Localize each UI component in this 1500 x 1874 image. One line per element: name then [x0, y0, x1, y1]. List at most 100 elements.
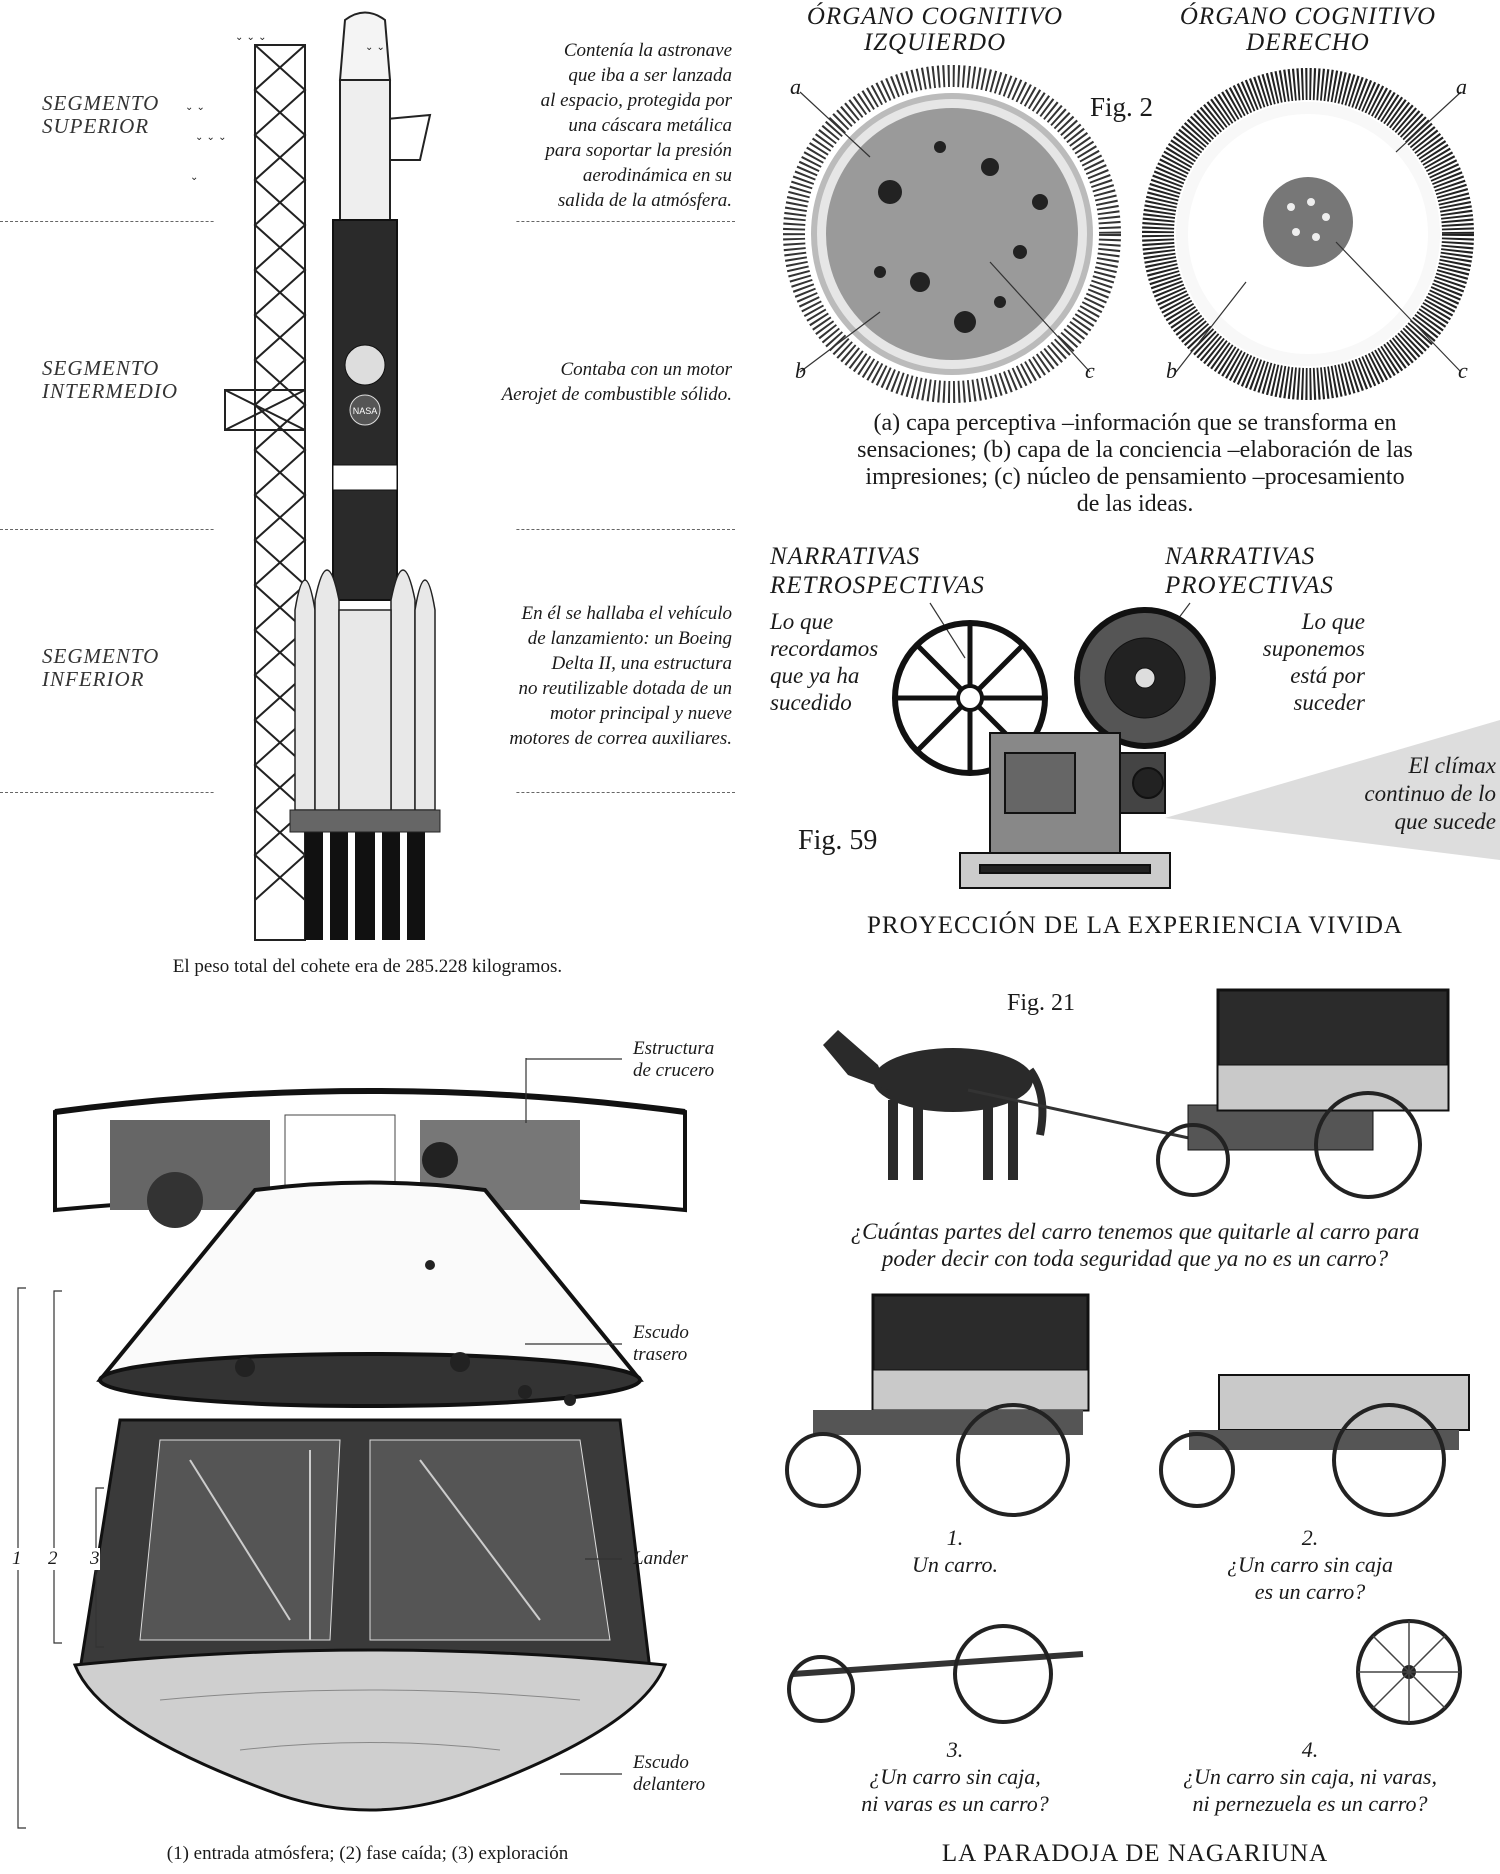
label-line: Lander [633, 1548, 688, 1569]
label-b-left: b [795, 358, 806, 383]
left-organ-title: ÓRGANO COGNITIVO IZQUIERDO [785, 4, 1085, 56]
rocket-weight-caption: El peso total del cohete era de 285.228 … [172, 956, 563, 977]
right-cognitive-organ [1142, 68, 1474, 400]
caption-line: de lanzamiento: un Boeing [527, 628, 732, 649]
title-line: ÓRGANO COGNITIVO [806, 3, 1064, 30]
bracket-2 [53, 1290, 62, 1644]
caption-line: Aerojet de combustible sólido. [501, 384, 732, 405]
caption-line: aerodinámica en su [582, 165, 732, 186]
horse-and-cart [823, 988, 1450, 1199]
label-line: delantero [633, 1774, 706, 1795]
middle-segment-caption: Contaba con un motor Aerojet de combusti… [432, 357, 732, 407]
retrospective-text: Lo que recordamos que ya ha sucedido [770, 608, 878, 716]
right-reel [1074, 607, 1216, 749]
text-line: sucedido [770, 690, 852, 715]
title-line: DERECHO [1246, 29, 1370, 56]
label-line: de crucero [633, 1060, 715, 1081]
question-line: ¿Cuántas partes del carro tenemos que qu… [850, 1219, 1420, 1244]
item-text: Un carro. [912, 1552, 998, 1577]
segment-label-middle: SEGMENTO INTERMEDIO [42, 357, 178, 403]
caption-line: (a) capa perceptiva –información que se … [873, 410, 1397, 436]
cart-2-no-box [1159, 1374, 1470, 1517]
svg-text:⌄ ⌄: ⌄ ⌄ [365, 42, 385, 53]
label-a-right: a [1456, 74, 1467, 99]
caption-line: para soportar la presión [545, 140, 732, 161]
label-line: Escudo [633, 1322, 689, 1343]
segment-label-line: INFERIOR [42, 667, 145, 691]
projective-text: Lo que suponemos está por suceder [1263, 608, 1365, 716]
cart-question: ¿Cuántas partes del carro tenemos que qu… [770, 1218, 1500, 1272]
nasa-logo-text: NASA [353, 406, 378, 416]
cart-3-no-shafts [787, 1624, 1084, 1724]
text-line: Lo que [770, 609, 834, 634]
segment-label-upper: SEGMENTO SUPERIOR [42, 92, 159, 138]
caption-line: de las ideas. [1076, 491, 1194, 517]
heat-shield [72, 1648, 668, 1812]
fig-59-label: Fig. 59 [798, 825, 878, 856]
label-line: Estructura [633, 1038, 715, 1059]
caption-line: al espacio, protegida por [540, 90, 732, 111]
birds: ⌄ ⌄ ⌄ ⌄ ⌄ ⌄ ⌄ ⌄ ⌄ ⌄ ⌄ [185, 32, 385, 183]
spacecraft-caption: (1) entrada atmósfera; (2) fase caída; (… [166, 1843, 569, 1864]
caption-line: una cáscara metálica [568, 115, 732, 136]
segment-label-line: INTERMEDIO [42, 379, 178, 403]
text-line: que sucede [1394, 809, 1496, 834]
label-b-right: b [1166, 358, 1177, 383]
svg-text:⌄: ⌄ [190, 172, 198, 183]
item-text: es un carro? [1254, 1579, 1366, 1604]
label-c-right: c [1458, 358, 1468, 383]
segment-label-line: SEGMENTO [42, 356, 160, 380]
caption-line: que iba a ser lanzada [568, 65, 732, 86]
caption-line: motores de correa auxiliares. [509, 728, 732, 749]
horse [823, 1030, 1047, 1180]
label-c-left: c [1085, 358, 1095, 383]
label-line: trasero [633, 1344, 688, 1365]
bracket-label-1: 1 [12, 1548, 22, 1570]
item-text: ni varas es un carro? [861, 1791, 1049, 1816]
item-text: ni pernezuela es un carro? [1192, 1791, 1428, 1816]
caption-line: En él se hallaba el vehículo [521, 603, 732, 624]
cart-2-caption: 2. ¿Un carro sin caja es un carro? [1155, 1524, 1465, 1605]
title-line: IZQUIERDO [863, 29, 1007, 56]
retrospective-title: NARRATIVAS RETROSPECTIVAS [770, 542, 985, 600]
rocket-body: NASA [332, 11, 398, 601]
label-heat-shield: Escudo delantero [633, 1752, 705, 1796]
projective-title: NARRATIVAS PROYECTIVAS [1165, 542, 1334, 600]
svg-text:⌄ ⌄ ⌄: ⌄ ⌄ ⌄ [235, 32, 267, 43]
caption-line: motor principal y nueve [549, 703, 732, 724]
svg-text:⌄ ⌄ ⌄: ⌄ ⌄ ⌄ [195, 132, 227, 143]
cart-3-caption: 3. ¿Un carro sin caja, ni varas es un ca… [800, 1736, 1110, 1817]
right-organ-title: ÓRGANO COGNITIVO DERECHO [1158, 4, 1458, 56]
text-line: recordamos [770, 636, 879, 661]
organs-caption: (a) capa perceptiva –información que se … [770, 410, 1500, 518]
cart-4-caption: 4. ¿Un carro sin caja, ni varas, ni pern… [1130, 1736, 1490, 1817]
svg-text:⌄ ⌄: ⌄ ⌄ [185, 102, 205, 113]
caption-line: Contenía la astronave [563, 40, 732, 61]
fig-2-label: Fig. 2 [1090, 92, 1154, 122]
upper-segment-caption: Contenía la astronave que iba a ser lanz… [492, 38, 732, 213]
question-line: poder decir con toda seguridad que ya no… [881, 1246, 1389, 1271]
projection-title: PROYECCIÓN DE LA EXPERIENCIA VIVIDA [867, 912, 1403, 939]
text-line: continuo de lo [1364, 781, 1496, 806]
title-line: ÓRGANO COGNITIVO [1179, 3, 1437, 30]
booster-rockets [294, 569, 436, 811]
title-line: RETROSPECTIVAS [770, 572, 985, 599]
projector-body [959, 732, 1171, 889]
caption-line: Contaba con un motor [560, 359, 732, 380]
caption-line: Delta II, una estructura [551, 653, 732, 674]
item-text: ¿Un carro sin caja, [869, 1764, 1041, 1789]
caption-line: sensaciones; (b) capa de la conciencia –… [857, 437, 1413, 463]
segment-label-lower: SEGMENTO INFERIOR [42, 645, 159, 691]
title-line: NARRATIVAS [1165, 543, 1316, 570]
text-line: El clímax [1408, 753, 1497, 778]
text-line: Lo que [1301, 609, 1365, 634]
cart-1-caption: 1. Un carro. [800, 1524, 1110, 1578]
fig-21-label: Fig. 21 [1007, 990, 1076, 1016]
item-text: ¿Un carro sin caja [1226, 1552, 1393, 1577]
left-cognitive-organ [783, 65, 1121, 403]
title-line: PROYECTIVAS [1165, 572, 1334, 599]
item-number: 3. [946, 1737, 964, 1762]
segment-label-line: SEGMENTO [42, 91, 160, 115]
item-text: ¿Un carro sin caja, ni varas, [1182, 1764, 1437, 1789]
climax-text: El clímax continuo de lo que sucede [1364, 752, 1496, 836]
